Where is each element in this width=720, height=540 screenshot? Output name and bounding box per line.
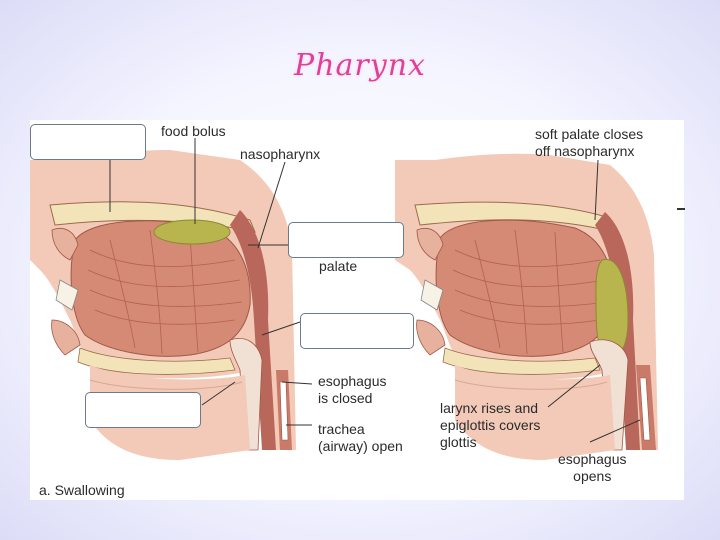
- label-esophagus-opens: esophagus opens: [558, 451, 627, 485]
- edge-tick-mark: [677, 208, 685, 210]
- answer-box-epiglottis[interactable]: [300, 313, 414, 349]
- figure-caption: a. Swallowing: [39, 482, 125, 499]
- label-soft-palate: soft palate closes off nasopharynx: [535, 126, 643, 160]
- answer-box-bottom-left[interactable]: [85, 392, 201, 428]
- label-larynx-epiglottis: larynx rises and epiglottis covers glott…: [440, 400, 540, 451]
- label-esophagus-closed: esophagus is closed: [318, 373, 387, 407]
- label-palate: palate: [319, 258, 357, 275]
- label-nasopharynx: nasopharynx: [240, 146, 320, 163]
- answer-box-top-left[interactable]: [30, 124, 146, 160]
- slide-title: Pharynx: [0, 48, 720, 83]
- label-food-bolus: food bolus: [161, 123, 226, 140]
- swallowing-figure: food bolus nasopharynx palate esophagus …: [30, 120, 684, 500]
- label-trachea-open: trachea (airway) open: [318, 421, 403, 455]
- answer-box-palate[interactable]: [288, 222, 404, 258]
